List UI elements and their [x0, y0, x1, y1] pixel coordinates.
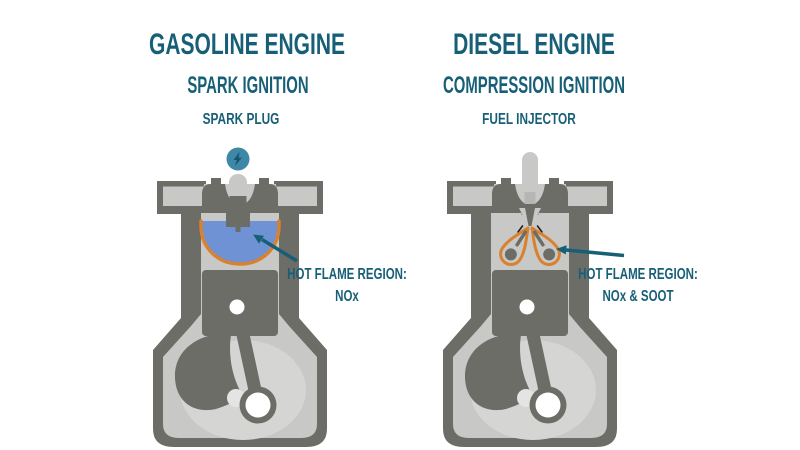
spark-plug-graphic: [227, 174, 249, 214]
diesel-flame-label-line2: NOx & SOOT: [602, 288, 674, 305]
gasoline-subtitle: SPARK IGNITION: [187, 72, 309, 99]
diesel-flame-label-line1: HOT FLAME REGION:: [578, 266, 698, 283]
diesel-flame-label: HOT FLAME REGION: NOx & SOOT: [530, 264, 746, 308]
gasoline-flame-label-line1: HOT FLAME REGION:: [287, 266, 407, 283]
gasoline-title: GASOLINE ENGINE: [148, 28, 346, 61]
diesel-engine-graphic: [443, 152, 625, 447]
gasoline-flame-label: HOT FLAME REGION: NOx: [239, 264, 455, 308]
fuel-injector-graphic: [519, 152, 541, 230]
diesel-title: DIESEL ENGINE: [453, 28, 615, 61]
gasoline-flame-label-line2: NOx: [335, 288, 359, 305]
diesel-flame-region: [494, 220, 566, 271]
fuel-injector-label: FUEL INJECTOR: [482, 111, 576, 128]
gasoline-flame-region: [199, 219, 281, 266]
gasoline-flame-arrow: [253, 234, 298, 263]
diesel-subtitle: COMPRESSION IGNITION: [443, 72, 625, 99]
spark-plug-label: SPARK PLUG: [202, 111, 280, 128]
gasoline-engine-graphic: [153, 147, 327, 448]
diesel-flame-arrow: [556, 245, 625, 258]
spark-icon: [226, 147, 250, 171]
